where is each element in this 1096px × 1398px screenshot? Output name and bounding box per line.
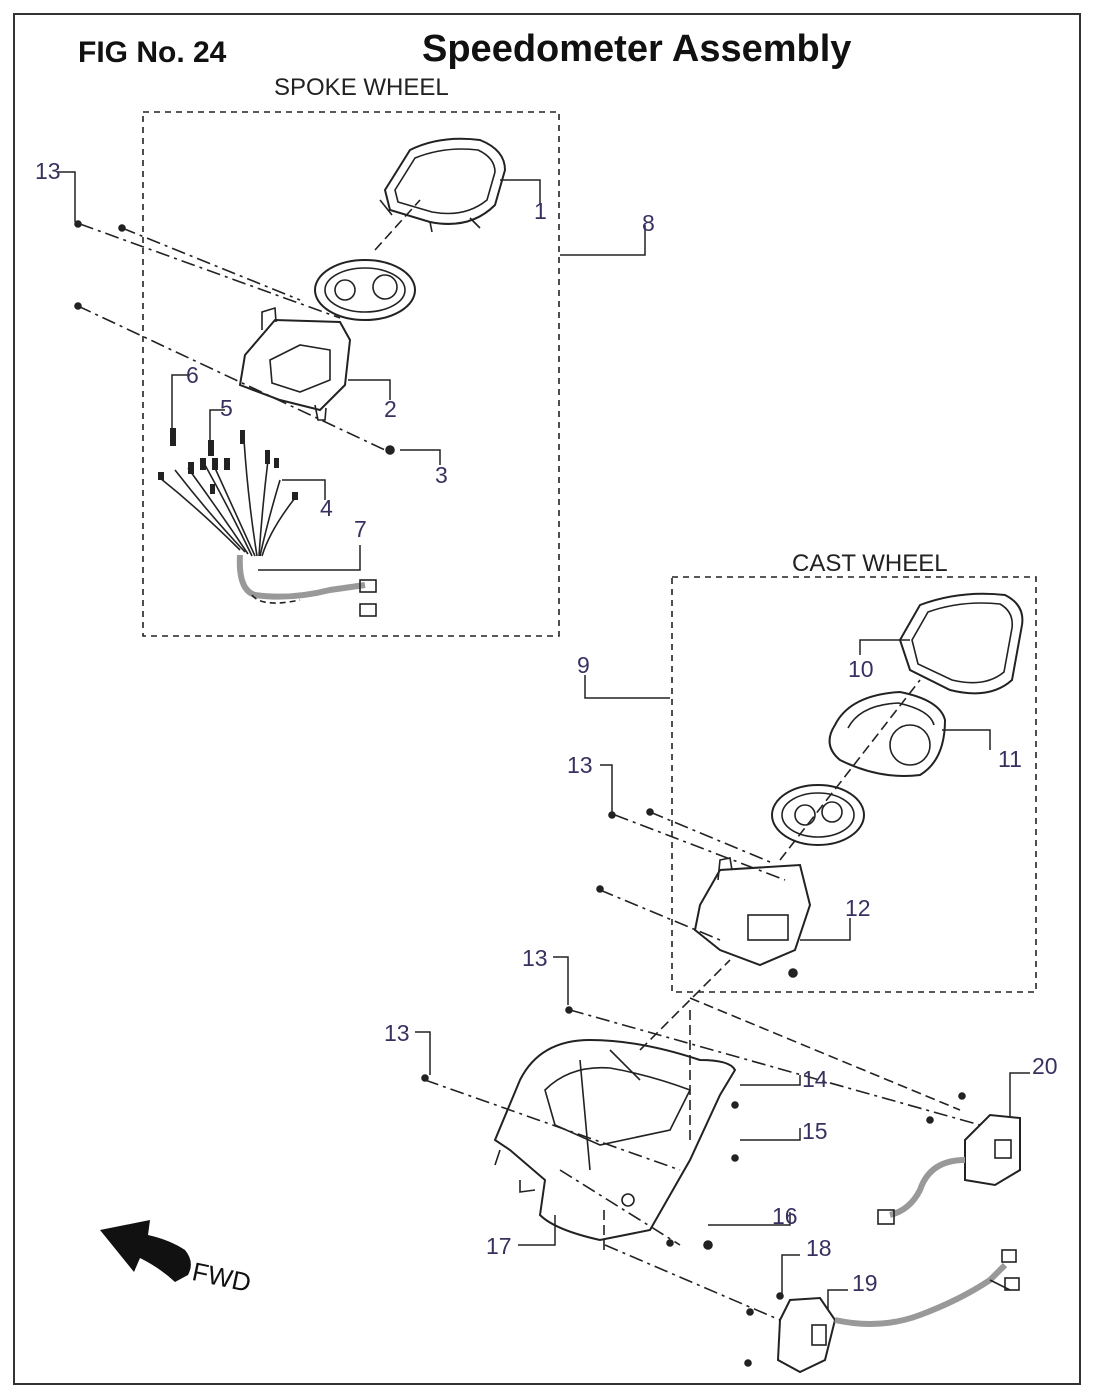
callout-4: 4 [320, 495, 333, 521]
wiring-harness-part-7 [159, 439, 377, 617]
handle-cover-part-17 [493, 1038, 737, 1242]
callout-5: 5 [220, 395, 233, 421]
meter-panel-part-11 [828, 690, 947, 777]
switch-assembly-part-20 [877, 1092, 1021, 1225]
callout-13-cast: 13 [567, 752, 593, 778]
callout-14: 14 [802, 1066, 828, 1092]
callout-8: 8 [642, 210, 655, 236]
callout-11: 11 [998, 746, 1022, 772]
cast-wheel-group-box [671, 576, 1037, 993]
callout-12: 12 [845, 895, 871, 921]
callout-1: 1 [534, 198, 547, 224]
callout-17: 17 [486, 1233, 512, 1259]
callout-6: 6 [186, 362, 199, 388]
section-label-spoke-wheel: SPOKE WHEEL [274, 74, 449, 101]
meter-case-part-12 [693, 857, 812, 978]
callout-3: 3 [435, 462, 448, 488]
callout-15: 15 [802, 1118, 828, 1144]
figure-number: FIG No. 24 [78, 36, 227, 69]
callout-16: 16 [772, 1203, 798, 1229]
meter-case-part-2 [238, 306, 352, 421]
callout-10: 10 [848, 656, 874, 682]
callout-13-cover: 13 [384, 1020, 410, 1046]
speedometer-dial-cast [771, 784, 865, 846]
callout-19: 19 [852, 1270, 878, 1296]
section-label-cast-wheel: CAST WHEEL [792, 550, 948, 577]
figure-frame [13, 13, 1081, 1385]
switch-assembly-part-19 [744, 1249, 1020, 1374]
bulb-sockets [158, 428, 298, 500]
meter-cover-part-10 [898, 592, 1024, 695]
speedometer-dial [314, 259, 416, 321]
callout-9: 9 [577, 652, 590, 678]
meter-cover-part-1 [379, 137, 507, 233]
forward-arrow-icon [100, 1220, 191, 1282]
spoke-wheel-group-box [142, 111, 560, 637]
figure-title: Speedometer Assembly [422, 28, 852, 70]
callout-18: 18 [806, 1235, 832, 1261]
callout-13-lower: 13 [522, 945, 548, 971]
callout-2: 2 [384, 396, 397, 422]
callout-7: 7 [354, 516, 367, 542]
callout-20: 20 [1032, 1053, 1058, 1079]
callout-13-spoke: 13 [35, 158, 61, 184]
